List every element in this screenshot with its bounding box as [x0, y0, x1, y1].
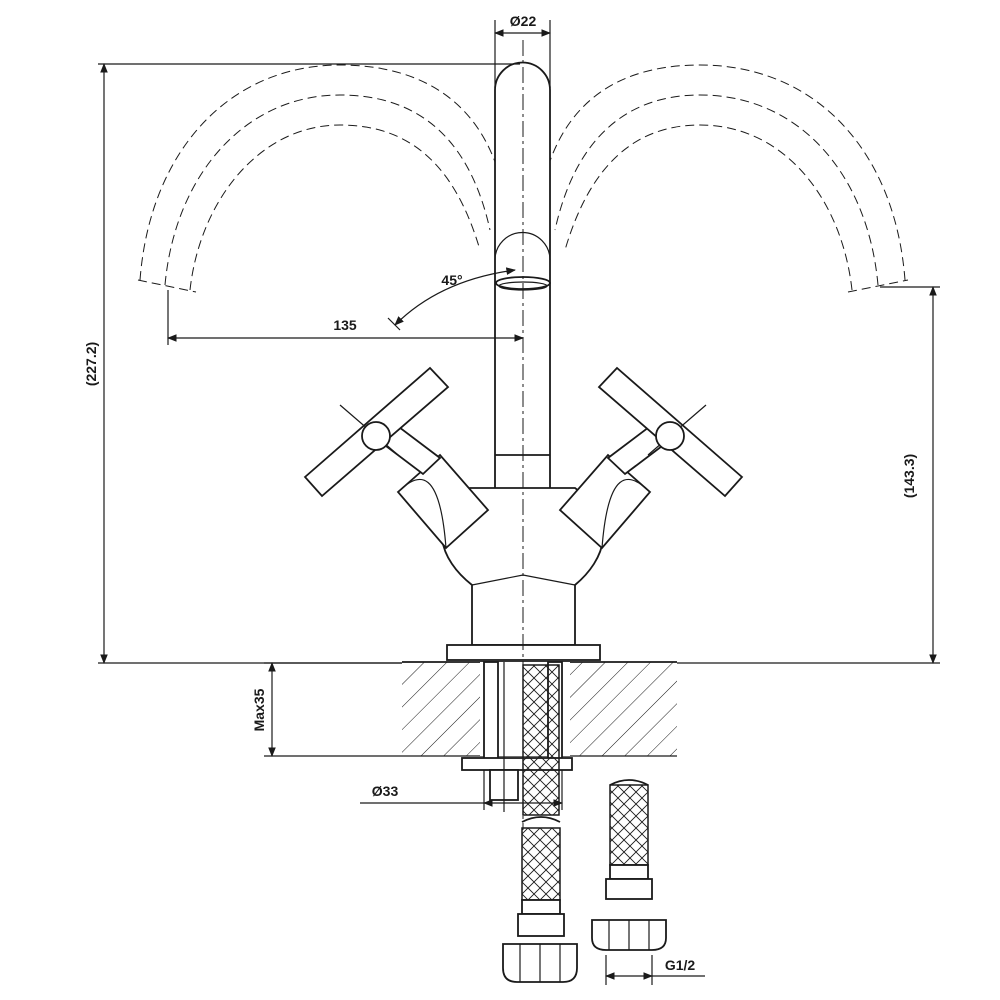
- braided-hose-left: [502, 664, 578, 983]
- dim-overall-height: (227.2): [83, 63, 520, 664]
- dim-shank-diameter: Ø33: [360, 770, 563, 810]
- dim-spout-reach: 135: [167, 290, 524, 345]
- svg-text:Ø33: Ø33: [372, 783, 399, 799]
- left-cross-handle: [303, 366, 450, 498]
- svg-text:45°: 45°: [441, 272, 462, 288]
- svg-text:(227.2): (227.2): [83, 342, 99, 386]
- dim-max-deck-thickness: Max35: [251, 662, 402, 757]
- svg-text:(143.3): (143.3): [901, 454, 917, 498]
- svg-text:Ø22: Ø22: [510, 13, 537, 29]
- braided-hose-right: [591, 779, 667, 951]
- svg-text:135: 135: [333, 317, 357, 333]
- spout-swivel-ghost-left: [137, 64, 506, 293]
- svg-text:G1/2: G1/2: [665, 957, 696, 973]
- dim-spout-diameter: Ø22: [494, 13, 551, 88]
- dim-spout-height: (143.3): [677, 286, 940, 664]
- left-valve: [303, 366, 490, 550]
- right-valve: [558, 366, 744, 550]
- dim-hose-thread: G1/2: [605, 955, 705, 985]
- right-cross-handle: [597, 366, 744, 498]
- dim-swivel-angle: 45°: [387, 267, 516, 331]
- spout-swivel-ghost-right: [539, 64, 909, 293]
- svg-text:Max35: Max35: [251, 688, 267, 731]
